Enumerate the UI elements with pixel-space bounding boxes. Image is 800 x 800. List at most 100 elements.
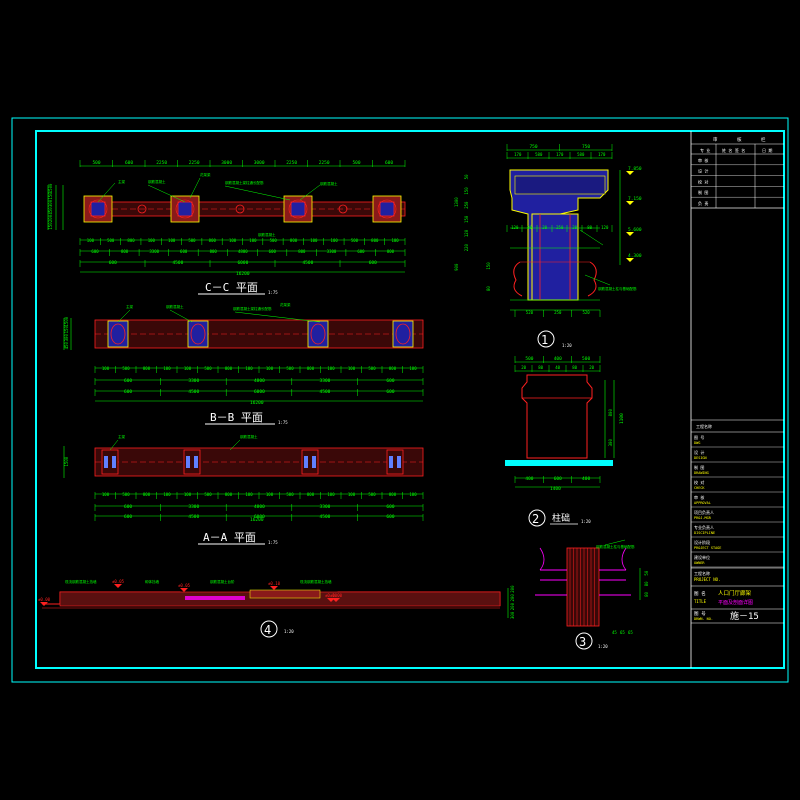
cc-label: 花架梁 [200,172,211,177]
cc-label: 主梁 [118,179,125,184]
cc-top-dim: 600 [385,160,393,166]
cc-dim-1: 100 [168,238,176,243]
d1-mid-dim: 20 [572,225,577,230]
cc-dim-1: 500 [351,238,359,243]
tb-field-sub: CHECK [694,486,705,490]
plan-aa-scale: 1:75 [268,540,278,545]
inner-frame [35,130,785,669]
d1-left-dim: 50 [464,174,469,179]
bb-dim-1: 100 [327,366,335,371]
aa-dim-1: 100 [184,492,192,497]
bb-dim-2: 600 [386,378,394,384]
d3-dim: 80 [644,591,649,596]
tb-field-sub: OWNER [694,561,705,565]
cc-top-dim: 3000 [221,160,232,166]
bb-dim-1: 500 [368,366,376,371]
d3-dim: 65 [628,630,633,635]
cc-dim-1: 500 [188,238,196,243]
bb-dim-3: 4500 [320,389,331,395]
d3-label: 钢筋混凝土柱与基础配筋 [596,544,635,549]
d1-left-dim: 220 [464,243,469,251]
cc-dim-2: 800 [121,249,129,254]
elevation-marker [332,598,340,602]
tb-field-sub: PROJ.MGR [694,516,712,520]
cc-post [338,204,348,214]
bb-dim-1: 100 [409,366,417,371]
aa-dim-1: 100 [348,492,356,497]
tb-field-label: 建设单位 [694,554,710,560]
cc-dim-1: 800 [371,238,379,243]
cc-dim-1: 100 [310,238,318,243]
cc-column [83,195,113,223]
cc-dim-2: 600 [180,249,188,254]
cc-label: 钢筋混凝土梁柱通长配筋 [225,180,264,185]
bb-dim-3: 4500 [188,389,199,395]
aa-dim-1: 800 [143,492,151,497]
aa-dim-1: 500 [368,492,376,497]
bb-dim-1: 800 [389,366,397,371]
d2-bottom-dim: 400 [525,476,533,482]
bb-dim-1: 100 [245,366,253,371]
tb-row-label: 审 核 [698,157,708,163]
d1-top-sub: 170 [514,152,522,157]
tb-col-head: 专 业 [700,147,710,153]
detail-2-number: 2 [532,512,539,526]
d1-top-dim: 750 [582,144,590,150]
tb-project-label: 工程名称 [696,423,712,429]
d1-left-dim: 150 [464,187,469,195]
cc-top-dim: 2250 [156,160,167,166]
cc-top-dim: 500 [352,160,360,166]
tb-drawing-no-value: 施－15 [730,610,759,622]
cc-dim-2: 600 [91,249,99,254]
cc-dim-2: 3300 [327,249,337,254]
cc-left-dim: 1500 [48,183,53,193]
d1-label: 钢筋混凝土柱与基础配筋 [598,286,637,291]
bb-dim-2: 3300 [188,378,199,384]
d1-bottom-dim: 250 [554,310,562,315]
d3-dim: 80 [644,581,649,586]
tb-project-name-sub: PROJECT NO. [694,577,721,582]
cc-dim-2: 3300 [149,249,159,254]
aa-dim-2: 600 [124,504,132,510]
aa-dim-1: 100 [327,492,335,497]
bb-dim-1: 500 [204,366,212,371]
cc-dim-1: 800 [290,238,298,243]
cc-dim-1: 100 [249,238,257,243]
cc-dim-1: 100 [229,238,237,243]
elevation-marker [626,232,634,236]
aa-dim-1: 100 [409,492,417,497]
d2-right-dim: 300 [608,439,613,447]
tb-field-label: 图 号 [694,434,704,440]
cc-top-dim: 600 [125,160,133,166]
bb-dim-2: 3300 [320,378,331,384]
tb-row-label: 负 责 [698,200,708,206]
d1-top-dim: 750 [529,144,537,150]
plan-bb-scale: 1:75 [278,420,288,425]
cc-top-dim: 500 [92,160,100,166]
cc-dim-2: 600 [357,249,365,254]
tb-field-sub: PROJECT STAGE [694,546,721,550]
plan-cc-title: C－C 平面 [205,281,258,294]
aa-dim-1: 800 [307,492,315,497]
d4-right-dim: 200 [510,594,515,602]
cc-dim-1: 500 [270,238,278,243]
tb-drawing-no-label: 图 号 [694,611,706,617]
bb-dim-1: 500 [122,366,130,371]
bb-dim-1: 100 [184,366,192,371]
tb-field-label: 项目负责人 [694,509,714,515]
aa-dim-1: 100 [245,492,253,497]
tb-field-label: 设计阶段 [694,539,710,545]
d1-left-total: 1300 [454,197,459,207]
cc-dim-1: 100 [391,238,399,243]
d4-elevation: ±0.10 [268,581,281,586]
aa-dim-3: 4500 [320,514,331,520]
bb-dim-1: 100 [266,366,274,371]
tb-field-label: 校 对 [694,479,704,485]
d1-elevation: 7.150 [628,196,642,202]
tb-row-label: 制 图 [698,189,708,195]
d2-sub-dim: 80 [572,365,577,370]
cc-left-dim: 150 [48,192,53,200]
